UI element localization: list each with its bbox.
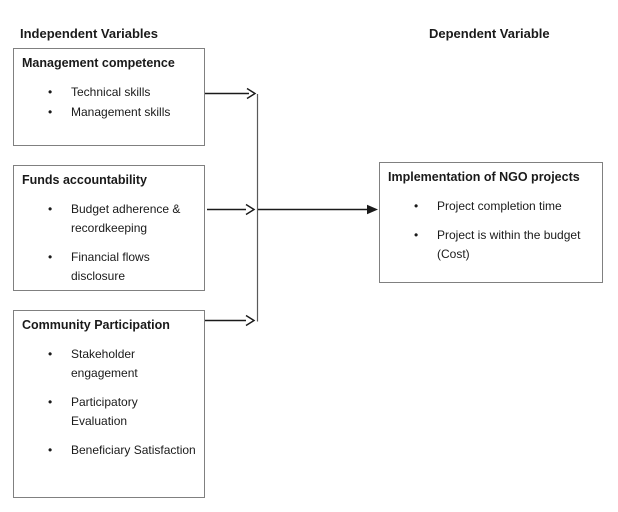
box-funds-accountability: Funds accountability • Budget adherence …: [13, 165, 205, 291]
arrow-junction-to-dependent: [258, 204, 378, 215]
independent-variables-heading: Independent Variables: [20, 26, 158, 41]
box-title: Funds accountability: [22, 173, 148, 187]
bullet-item: • Project completion time: [388, 197, 594, 216]
box-implementation-ngo-projects: Implementation of NGO projects • Project…: [379, 162, 603, 283]
box-management-competence: Management competence • Technical skills…: [13, 48, 205, 146]
bullet-text: Project is within the budget (Cost): [437, 228, 581, 261]
bullet-icon: •: [414, 199, 419, 213]
bullet-icon: •: [48, 202, 53, 216]
bullet-item: • Project is within the budget (Cost): [388, 226, 594, 264]
bullet-item: • Budget adherence & recordkeeping: [22, 200, 196, 238]
bullet-icon: •: [48, 85, 53, 99]
bullet-icon: •: [48, 443, 53, 457]
bullet-item: • Management skills: [22, 103, 196, 122]
open-arrowhead-icon: [245, 314, 256, 327]
bullet-item: • Technical skills: [22, 83, 196, 102]
bullet-text: Project completion time: [437, 199, 562, 213]
bullet-text: Technical skills: [71, 85, 151, 99]
bullet-text: Budget adherence & recordkeeping: [71, 202, 181, 235]
bullet-text: Financial flows disclosure: [71, 250, 150, 283]
arrow-community-to-junction: [205, 314, 256, 327]
arrow-funds-to-junction: [207, 203, 256, 216]
bullet-icon: •: [48, 395, 53, 409]
bullet-text: Beneficiary Satisfaction: [71, 443, 196, 457]
filled-arrowhead-icon: [367, 204, 378, 215]
bullet-icon: •: [48, 105, 53, 119]
bullet-text: Management skills: [71, 105, 171, 119]
box-community-participation: Community Participation • Stakeholder en…: [13, 310, 205, 498]
bullet-icon: •: [48, 347, 53, 361]
bullet-item: • Beneficiary Satisfaction: [22, 441, 196, 460]
bullet-item: • Financial flows disclosure: [22, 248, 196, 286]
arrow-management-to-junction: [205, 87, 257, 100]
box-title: Management competence: [22, 56, 175, 70]
bullet-icon: •: [48, 250, 53, 264]
open-arrowhead-icon: [246, 87, 257, 100]
bullet-item: • Participatory Evaluation: [22, 393, 196, 431]
bullet-text: Stakeholder engagement: [71, 347, 138, 380]
box-title: Implementation of NGO projects: [388, 170, 580, 184]
bullet-text: Participatory Evaluation: [71, 395, 138, 428]
bullet-item: • Stakeholder engagement: [22, 345, 196, 383]
open-arrowhead-icon: [245, 203, 256, 216]
bullet-icon: •: [414, 228, 419, 242]
box-title: Community Participation: [22, 318, 170, 332]
dependent-variable-heading: Dependent Variable: [429, 26, 550, 41]
